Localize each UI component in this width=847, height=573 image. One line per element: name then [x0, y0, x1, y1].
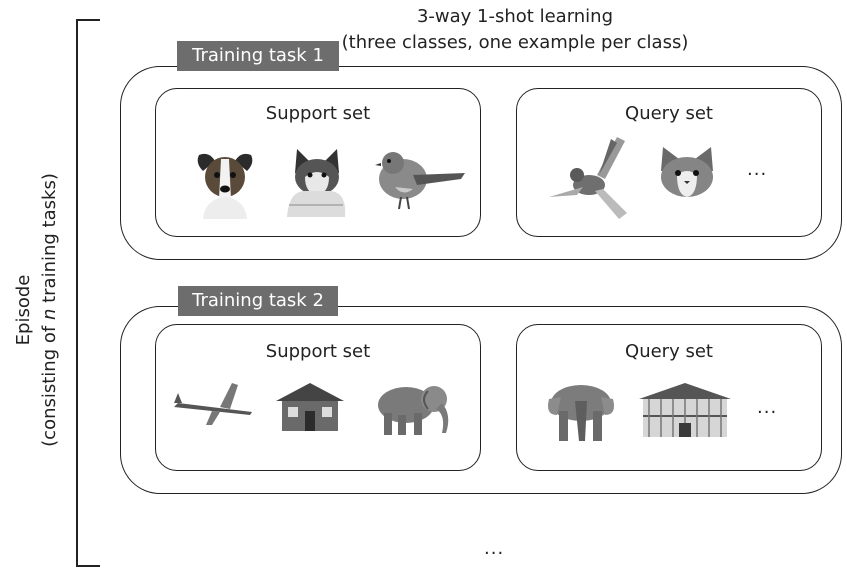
task2-support-set: Support set	[155, 324, 481, 471]
episode-bracket	[76, 19, 78, 567]
task2-support-title: Support set	[265, 341, 371, 362]
elephant-image	[378, 386, 449, 435]
episode-bracket-bottom	[76, 565, 100, 567]
task1-support-set: Support set	[155, 88, 481, 237]
task1-query-more: ...	[747, 159, 768, 180]
title-line1: 3-way 1-shot learning	[416, 6, 614, 27]
episode-bracket-top	[76, 19, 100, 21]
diagram-title: 3-way 1-shot learning (three classes, on…	[300, 4, 730, 56]
episode-label-line2: (consisting of n training tasks)	[39, 173, 60, 447]
cat-face-image	[661, 147, 713, 197]
title-line2: (three classes, one example per class)	[341, 32, 689, 53]
episode-label: Episode (consisting of n training tasks)	[8, 160, 66, 460]
task2-query-set: Query set ...	[516, 324, 822, 471]
more-tasks-ellipsis: ...	[484, 538, 505, 559]
task1-query-title: Query set	[625, 103, 713, 124]
mansion-image	[639, 383, 731, 437]
task1-query-set: Query set ...	[516, 88, 822, 237]
airplane-image	[174, 383, 252, 425]
training-task-2-box	[120, 306, 842, 494]
dog-image	[197, 153, 253, 219]
house-image	[276, 383, 344, 431]
training-task-1-box	[120, 66, 842, 260]
flying-bird-image	[549, 137, 627, 219]
bird-image	[375, 152, 465, 210]
task2-query-more: ...	[757, 397, 778, 418]
training-task-1-tag: Training task 1	[177, 41, 339, 71]
episode-label-line1: Episode	[13, 274, 34, 346]
task2-query-title: Query set	[625, 341, 713, 362]
cat-image	[287, 149, 346, 217]
training-task-2-tag: Training task 2	[178, 286, 338, 316]
elephant-front-image	[548, 385, 614, 441]
task1-support-title: Support set	[265, 103, 371, 124]
